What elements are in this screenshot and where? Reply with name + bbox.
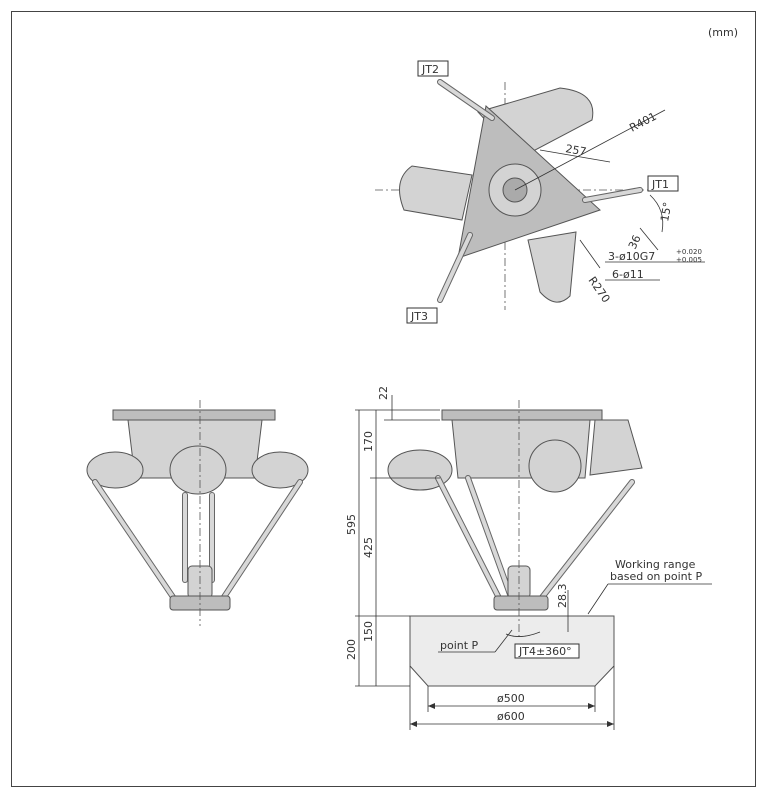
- dim-425: 425: [362, 537, 375, 558]
- drawing-frame: [11, 11, 756, 787]
- side-bracket: [589, 419, 643, 476]
- dim-diameter-500: ø500: [497, 692, 525, 705]
- axis-label-jt1: JT1: [651, 178, 669, 191]
- front-view: [86, 400, 309, 626]
- dim-diameter-600: ø600: [497, 710, 525, 723]
- dim-170: 170: [362, 431, 375, 452]
- dim-595: 595: [345, 514, 358, 535]
- dim-hole-g7: 3-ø10G7: [608, 250, 655, 263]
- working-range-note-line2: based on point P: [610, 570, 702, 583]
- axis-label-jt2: JT2: [421, 63, 439, 76]
- dim-200: 200: [345, 639, 358, 660]
- front-motor-right: [251, 451, 309, 489]
- dim-hole-11: 6-ø11: [612, 268, 644, 281]
- dim-r401: R401: [627, 110, 658, 135]
- top-view: JT2 JT1 JT3 R401 257 R270 36 15° 3-ø10G7…: [375, 60, 705, 324]
- dim-36: 36: [626, 233, 644, 251]
- dim-28-3: 28.3: [556, 584, 569, 609]
- front-motor: [169, 445, 227, 495]
- dim-257: 257: [564, 142, 587, 158]
- dim-22: 22: [377, 386, 390, 400]
- unit-label: (mm): [708, 26, 738, 39]
- motor-housing-jt3: [399, 165, 473, 221]
- motor-housing-jt1: [527, 231, 577, 303]
- point-p-label: point P: [440, 639, 479, 652]
- axis-label-jt3: JT3: [410, 310, 428, 323]
- side-mounting-plate: [441, 409, 603, 421]
- dim-r270: R270: [586, 274, 613, 305]
- working-range-note-line1: Working range: [615, 558, 696, 571]
- side-platform: [493, 595, 549, 611]
- side-motor-right: [528, 439, 582, 493]
- front-mounting-plate: [112, 409, 276, 421]
- side-view: 22 170 595 425 150 200 28.3 point P JT4±…: [345, 386, 712, 730]
- dim-15-degrees: 15°: [658, 201, 674, 222]
- dim-tolerance-upper: +0.020: [676, 248, 702, 256]
- jt4-rotation-label: JT4±360°: [518, 645, 572, 658]
- dim-150: 150: [362, 621, 375, 642]
- dim-tolerance-lower: +0.005: [676, 256, 702, 264]
- front-motor-left: [86, 451, 144, 489]
